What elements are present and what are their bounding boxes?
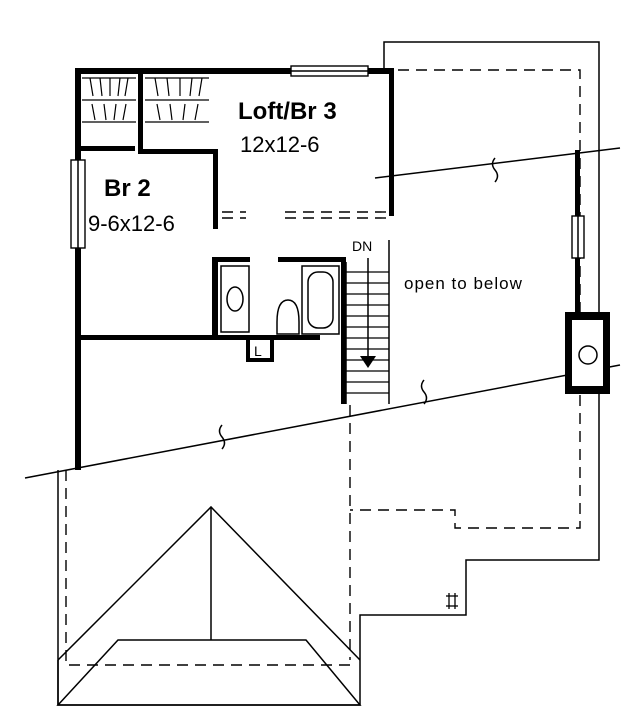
bedroom2-size: 9-6x12-6 [88,211,175,236]
closet-fixtures [82,77,209,123]
bedroom2-name: Br 2 [104,175,151,202]
windows [70,65,585,259]
flue-icon [578,345,598,365]
stairs [345,240,390,404]
post-icon [446,593,458,609]
open-to-below-label: open to below [404,274,523,293]
loft-name: Loft/Br 3 [238,98,337,125]
loft-size: 12x12-6 [240,132,320,157]
linen-closet-label: L [254,343,262,359]
walls [75,68,610,470]
bath-fixtures [220,265,340,335]
roof-below [56,505,362,706]
stairs-down-label: DN [352,238,372,254]
